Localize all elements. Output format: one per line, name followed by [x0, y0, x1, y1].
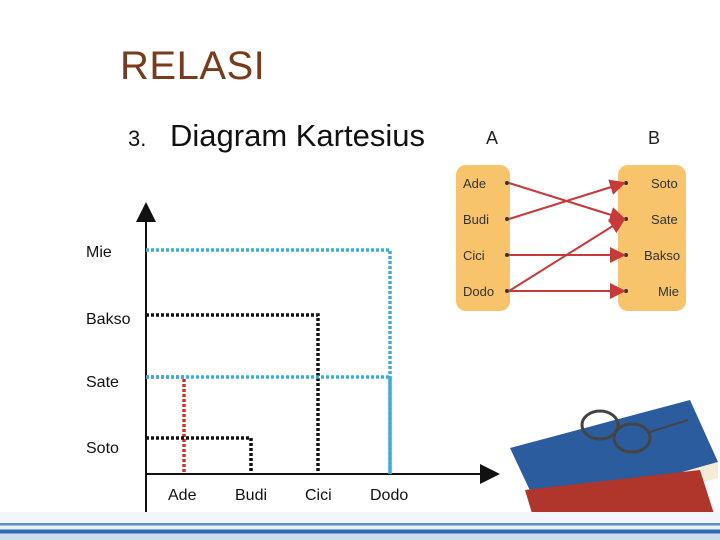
- relation-line-cici-bakso: [146, 313, 320, 474]
- set-b-dot-bakso: [624, 253, 628, 257]
- set-b-item-sate: Sate: [651, 212, 678, 227]
- relation-line-dodo-sate: [146, 375, 392, 474]
- set-b-dot-mie: [624, 289, 628, 293]
- set-b-dot-sate: [624, 217, 628, 221]
- arrow-dodo-sate: [508, 217, 626, 292]
- slide-title: RELASI: [120, 44, 266, 88]
- set-a-label: A: [486, 128, 499, 148]
- set-a-item-cici: Cici: [463, 248, 485, 263]
- y-label-sate: Sate: [86, 374, 119, 391]
- y-label-soto: Soto: [86, 440, 119, 457]
- glasses-lens-icon: [612, 422, 652, 454]
- set-b-box: [618, 165, 686, 311]
- bottom-decor-bar: [0, 512, 720, 540]
- set-a-dot-dodo: [505, 289, 509, 293]
- arrow-budi-soto: [508, 179, 626, 220]
- set-b-item-mie: Mie: [658, 284, 679, 299]
- x-label-cici: Cici: [305, 487, 332, 504]
- book-illustration: [510, 400, 718, 512]
- glasses-icon: [580, 409, 620, 441]
- relation-line-dodo-mie: [146, 248, 392, 474]
- x-label-dodo: Dodo: [370, 487, 409, 504]
- glasses-arm: [649, 419, 689, 433]
- set-a-dot-cici: [505, 253, 509, 257]
- y-label-bakso: Bakso: [86, 311, 131, 328]
- set-a-item-budi: Budi: [463, 212, 490, 227]
- subtitle-number: 3.: [128, 126, 147, 151]
- set-a-dot-budi: [505, 217, 509, 221]
- relation-line-budi-soto: [146, 436, 253, 474]
- set-a-item-dodo: Dodo: [463, 284, 495, 299]
- set-a-dot-ade: [505, 181, 509, 185]
- y-label-mie: Mie: [86, 244, 112, 261]
- x-label-ade: Ade: [168, 487, 197, 504]
- set-b-label: B: [648, 128, 661, 148]
- slide-subtitle: Diagram Kartesius: [170, 118, 425, 153]
- set-a-item-ade: Ade: [463, 176, 487, 191]
- set-a-box: [456, 165, 510, 311]
- relation-line-ade-sate: [146, 375, 186, 474]
- x-label-budi: Budi: [235, 487, 268, 504]
- set-b-item-soto: Soto: [651, 176, 678, 191]
- set-b-dot-soto: [624, 181, 628, 185]
- set-b-item-bakso: Bakso: [644, 248, 681, 263]
